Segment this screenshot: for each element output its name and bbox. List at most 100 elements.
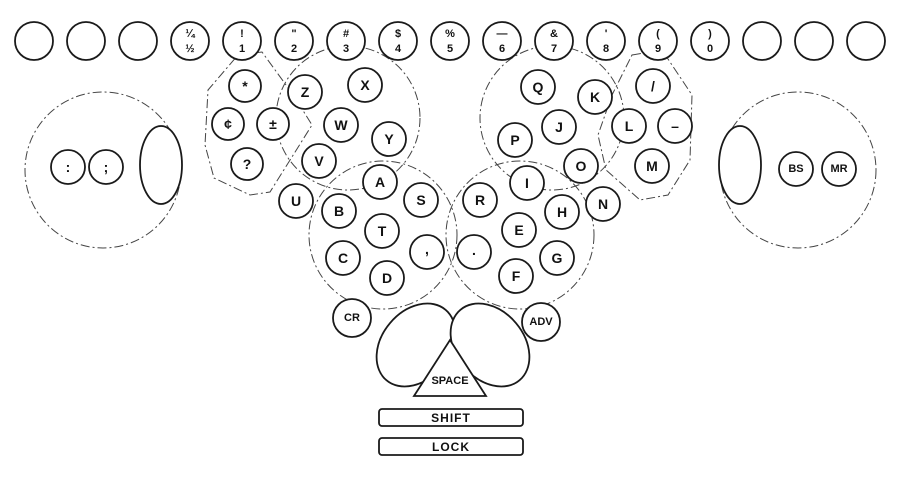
key-v[interactable]: V bbox=[302, 144, 336, 178]
shift-bar[interactable]: SHIFT bbox=[379, 409, 523, 426]
top-row-blank-key[interactable] bbox=[847, 22, 885, 60]
key-mr[interactable]: MR bbox=[822, 152, 856, 186]
top-row-key[interactable]: '8 bbox=[587, 22, 625, 60]
key-adv-label: ADV bbox=[529, 316, 553, 328]
key-r-label: R bbox=[475, 192, 485, 208]
key-slash[interactable]: / bbox=[636, 69, 670, 103]
top-row-blank-key[interactable] bbox=[743, 22, 781, 60]
key-dash-label: – bbox=[671, 118, 679, 134]
key-o[interactable]: O bbox=[564, 149, 598, 183]
key-w[interactable]: W bbox=[324, 108, 358, 142]
key-space-label: SPACE bbox=[431, 375, 468, 387]
key-j-label: J bbox=[555, 119, 563, 135]
top-row-key-upper-label: & bbox=[550, 28, 558, 40]
key-r[interactable]: R bbox=[463, 183, 497, 217]
key-w-label: W bbox=[334, 117, 348, 133]
top-row-key[interactable]: !1 bbox=[223, 22, 261, 60]
key-question[interactable]: ? bbox=[231, 148, 263, 180]
top-row-key-lower-label: ½ bbox=[185, 43, 194, 55]
key-x[interactable]: X bbox=[348, 68, 382, 102]
lock-bar-label: LOCK bbox=[432, 440, 470, 454]
key-a[interactable]: A bbox=[363, 165, 397, 199]
top-row-key[interactable]: "2 bbox=[275, 22, 313, 60]
key-cent[interactable]: ¢ bbox=[212, 108, 244, 140]
key-bs[interactable]: BS bbox=[779, 152, 813, 186]
top-row-blank-key[interactable] bbox=[795, 22, 833, 60]
key-m[interactable]: M bbox=[635, 149, 669, 183]
key-semicolon-label: ; bbox=[104, 159, 109, 175]
key-a-label: A bbox=[375, 174, 385, 190]
key-asterisk[interactable]: * bbox=[229, 70, 261, 102]
key-z[interactable]: Z bbox=[288, 75, 322, 109]
top-row-key-upper-label: ¼ bbox=[185, 28, 195, 40]
right-blank-oval-key[interactable] bbox=[719, 126, 761, 204]
key-u[interactable]: U bbox=[279, 184, 313, 218]
key-y-label: Y bbox=[384, 131, 394, 147]
key-p[interactable]: P bbox=[498, 123, 532, 157]
key-bs-label: BS bbox=[788, 163, 803, 175]
key-q-label: Q bbox=[533, 79, 544, 95]
key-t[interactable]: T bbox=[365, 214, 399, 248]
lock-bar[interactable]: LOCK bbox=[379, 438, 523, 455]
key-k[interactable]: K bbox=[578, 80, 612, 114]
top-row-key[interactable]: (9 bbox=[639, 22, 677, 60]
key-cent-label: ¢ bbox=[224, 116, 232, 132]
key-dash[interactable]: – bbox=[658, 109, 692, 143]
key-c[interactable]: C bbox=[326, 241, 360, 275]
top-row-key-lower-label: 5 bbox=[447, 43, 453, 55]
key-l[interactable]: L bbox=[612, 109, 646, 143]
top-row-key[interactable]: )0 bbox=[691, 22, 729, 60]
key-question-label: ? bbox=[243, 156, 252, 172]
key-e[interactable]: E bbox=[502, 213, 536, 247]
key-plusminus-label: ± bbox=[269, 116, 277, 132]
key-u-label: U bbox=[291, 193, 301, 209]
top-row-key-lower-label: 0 bbox=[707, 43, 713, 55]
key-g[interactable]: G bbox=[540, 241, 574, 275]
top-row-key[interactable]: &7 bbox=[535, 22, 573, 60]
top-row-blank-key[interactable] bbox=[15, 22, 53, 60]
key-j[interactable]: J bbox=[542, 110, 576, 144]
top-row-key-upper-label: ) bbox=[708, 28, 712, 40]
top-row-key-lower-label: 3 bbox=[343, 43, 349, 55]
key-q[interactable]: Q bbox=[521, 70, 555, 104]
key-asterisk-label: * bbox=[242, 78, 248, 94]
top-row-key[interactable]: $4 bbox=[379, 22, 417, 60]
key-b[interactable]: B bbox=[322, 194, 356, 228]
top-row-key-lower-label: 4 bbox=[395, 43, 402, 55]
key-e-label: E bbox=[514, 222, 523, 238]
top-row-key[interactable]: %5 bbox=[431, 22, 469, 60]
key-c-label: C bbox=[338, 250, 348, 266]
top-row: ¼½!1"2#3$4%5—6&7'8(9)0 bbox=[15, 22, 885, 60]
key-plusminus[interactable]: ± bbox=[257, 108, 289, 140]
key-s[interactable]: S bbox=[404, 183, 438, 217]
top-row-blank-key[interactable] bbox=[67, 22, 105, 60]
left-blank-oval-key[interactable] bbox=[140, 126, 182, 204]
key-adv[interactable]: ADV bbox=[522, 303, 560, 341]
top-row-blank-key[interactable] bbox=[119, 22, 157, 60]
key-o-label: O bbox=[576, 158, 587, 174]
key-period[interactable]: . bbox=[457, 235, 491, 269]
key-colon-label: : bbox=[66, 159, 71, 175]
key-colon[interactable]: : bbox=[51, 150, 85, 184]
key-n-label: N bbox=[598, 196, 608, 212]
key-comma[interactable]: , bbox=[410, 235, 444, 269]
key-h[interactable]: H bbox=[545, 195, 579, 229]
key-cr-label: CR bbox=[344, 312, 360, 324]
top-row-key[interactable]: ¼½ bbox=[171, 22, 209, 60]
key-n[interactable]: N bbox=[586, 187, 620, 221]
key-z-label: Z bbox=[301, 84, 310, 100]
top-row-key[interactable]: —6 bbox=[483, 22, 521, 60]
key-p-label: P bbox=[510, 132, 519, 148]
key-semicolon[interactable]: ; bbox=[89, 150, 123, 184]
top-row-key[interactable]: #3 bbox=[327, 22, 365, 60]
key-y[interactable]: Y bbox=[372, 122, 406, 156]
key-f[interactable]: F bbox=[499, 259, 533, 293]
top-row-key-lower-label: 7 bbox=[551, 43, 557, 55]
key-l-label: L bbox=[625, 118, 634, 134]
key-i[interactable]: I bbox=[510, 166, 544, 200]
key-x-label: X bbox=[360, 77, 370, 93]
key-cr[interactable]: CR bbox=[333, 299, 371, 337]
key-d[interactable]: D bbox=[370, 261, 404, 295]
key-comma-label: , bbox=[425, 241, 429, 257]
